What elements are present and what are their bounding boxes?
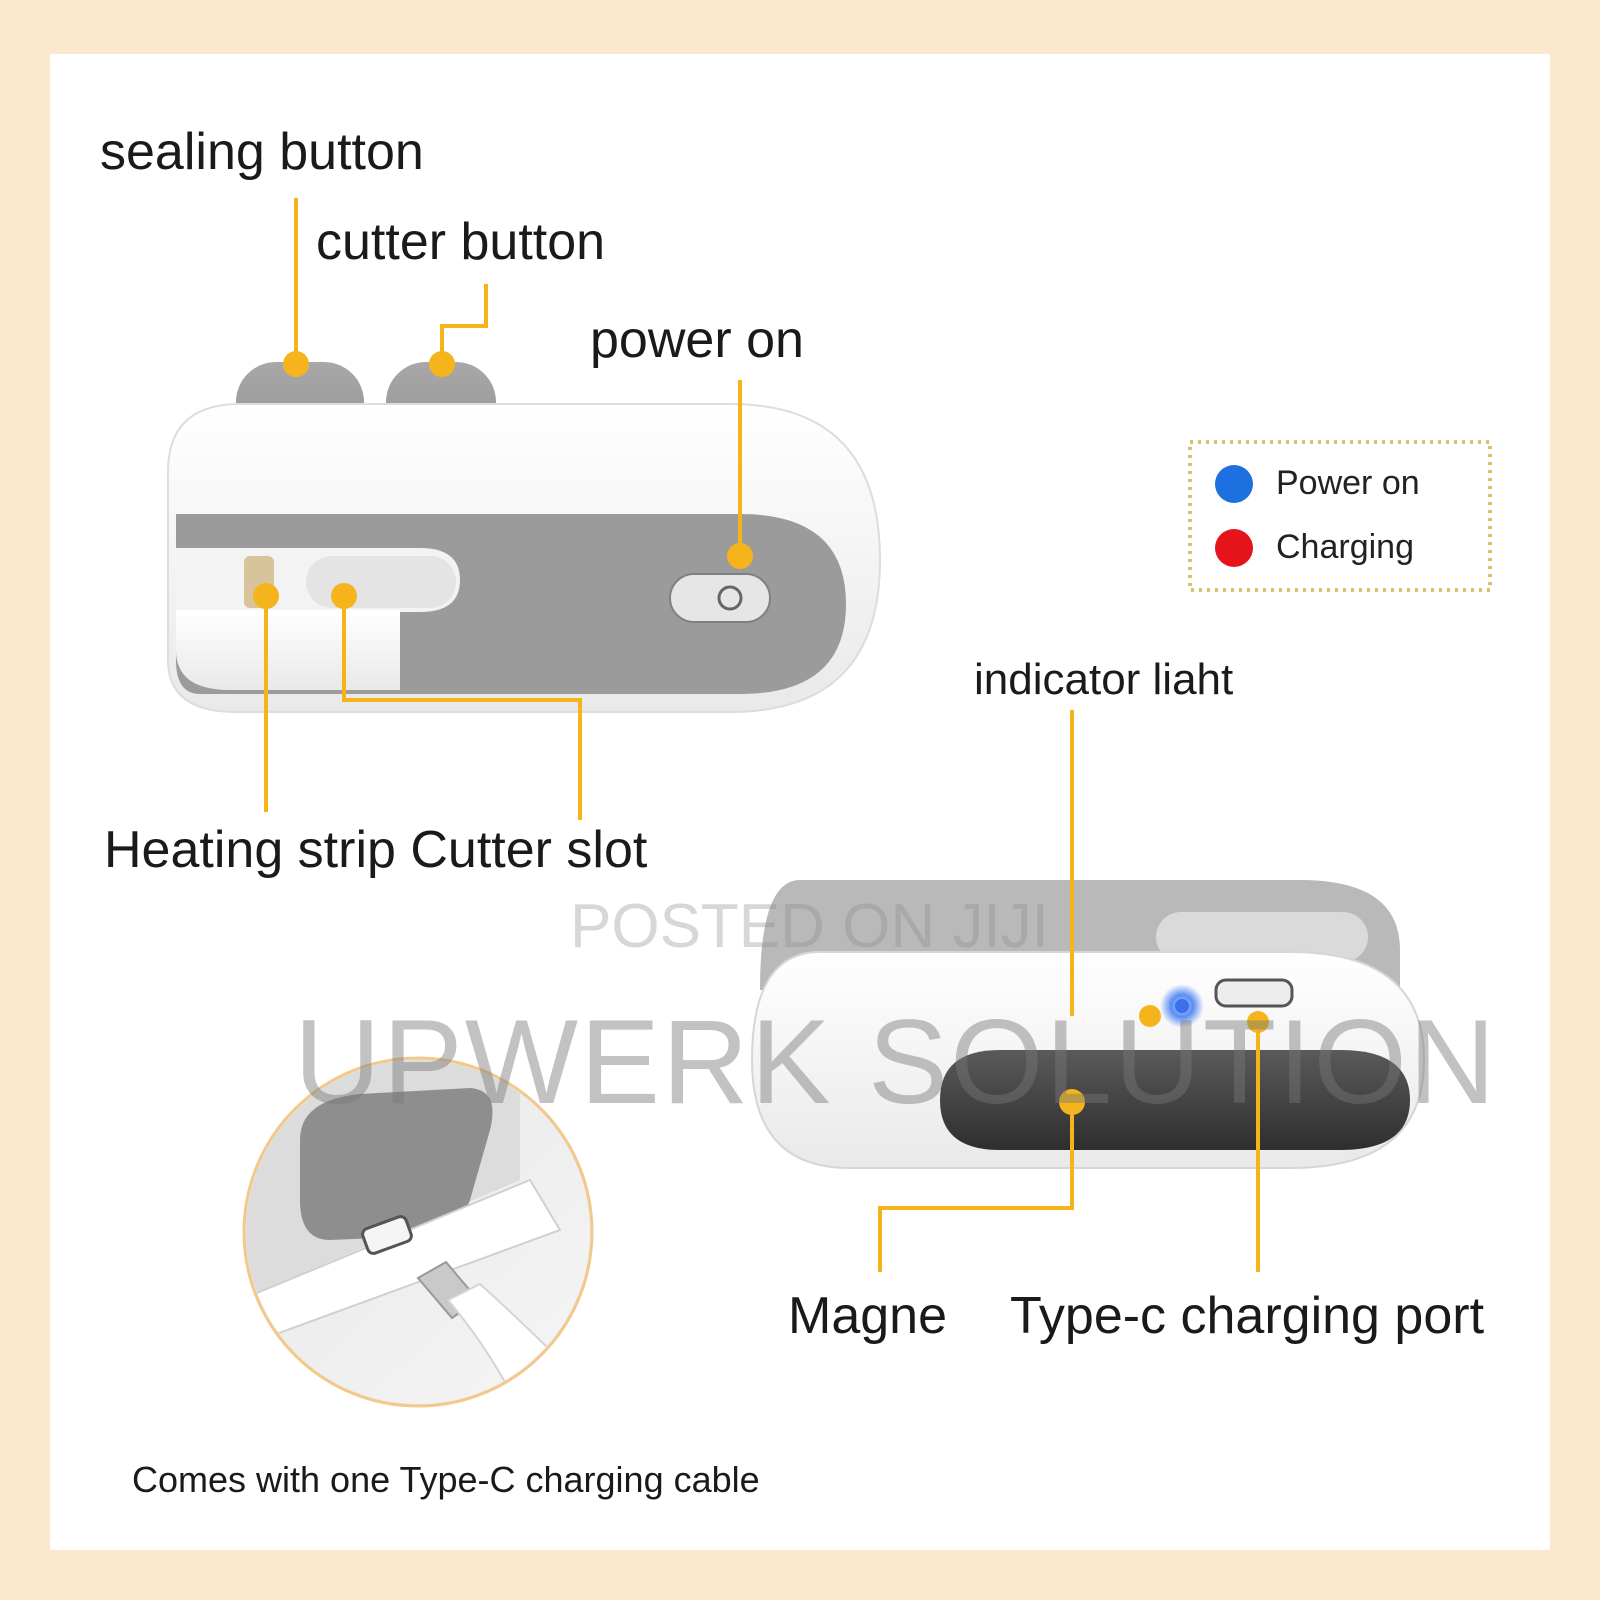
callout-dot-type-c [1247,1011,1269,1033]
label-sealing-button: sealing button [100,123,424,181]
cutter-slot-shape [306,556,456,608]
label-indicator-light: indicator liaht [974,655,1234,704]
callout-dot-power [727,543,753,569]
watermark-brand: UPWERK SOLUTION [294,995,1498,1129]
callout-line-cutter-slot [342,596,582,820]
label-type-c-port: Type-c charging port [1010,1287,1485,1345]
label-cable-caption: Comes with one Type-C charging cable [132,1459,760,1500]
lower-jaw [176,610,400,690]
cable-inset [242,1056,594,1408]
legend-label-charging: Charging [1276,528,1414,566]
callout-line-cutter [440,284,488,364]
callout-dots [253,351,1269,1115]
label-heating-strip-cutter-slot: Heating strip Cutter slot [104,821,648,879]
type-c-port-shape [1214,978,1294,1008]
rear-slot [1156,912,1368,962]
callout-dot-sealing [283,351,309,377]
front-dark-panel [940,1050,1410,1150]
label-magne: Magne [788,1287,947,1345]
callout-dot-magne [1059,1089,1085,1115]
label-power-on: power on [590,311,804,369]
legend-label-power-on: Power on [1276,464,1420,502]
sealer-device-side-view [167,362,882,713]
legend-dot-power-on [1215,465,1253,503]
watermark-posted: POSTED ON JIJI [570,892,1049,961]
callout-dot-heating [253,583,279,609]
callout-dot-cutter-slot [331,583,357,609]
indicator-led [1175,999,1189,1013]
power-glyph-icon [717,585,743,611]
callout-line-magne [878,1102,1074,1272]
legend-dot-charging [1215,529,1253,567]
label-cutter-button: cutter button [316,213,606,271]
callout-dot-cutter [429,351,455,377]
callouts [264,198,1260,1272]
callout-dot-indicator [1139,1005,1161,1027]
